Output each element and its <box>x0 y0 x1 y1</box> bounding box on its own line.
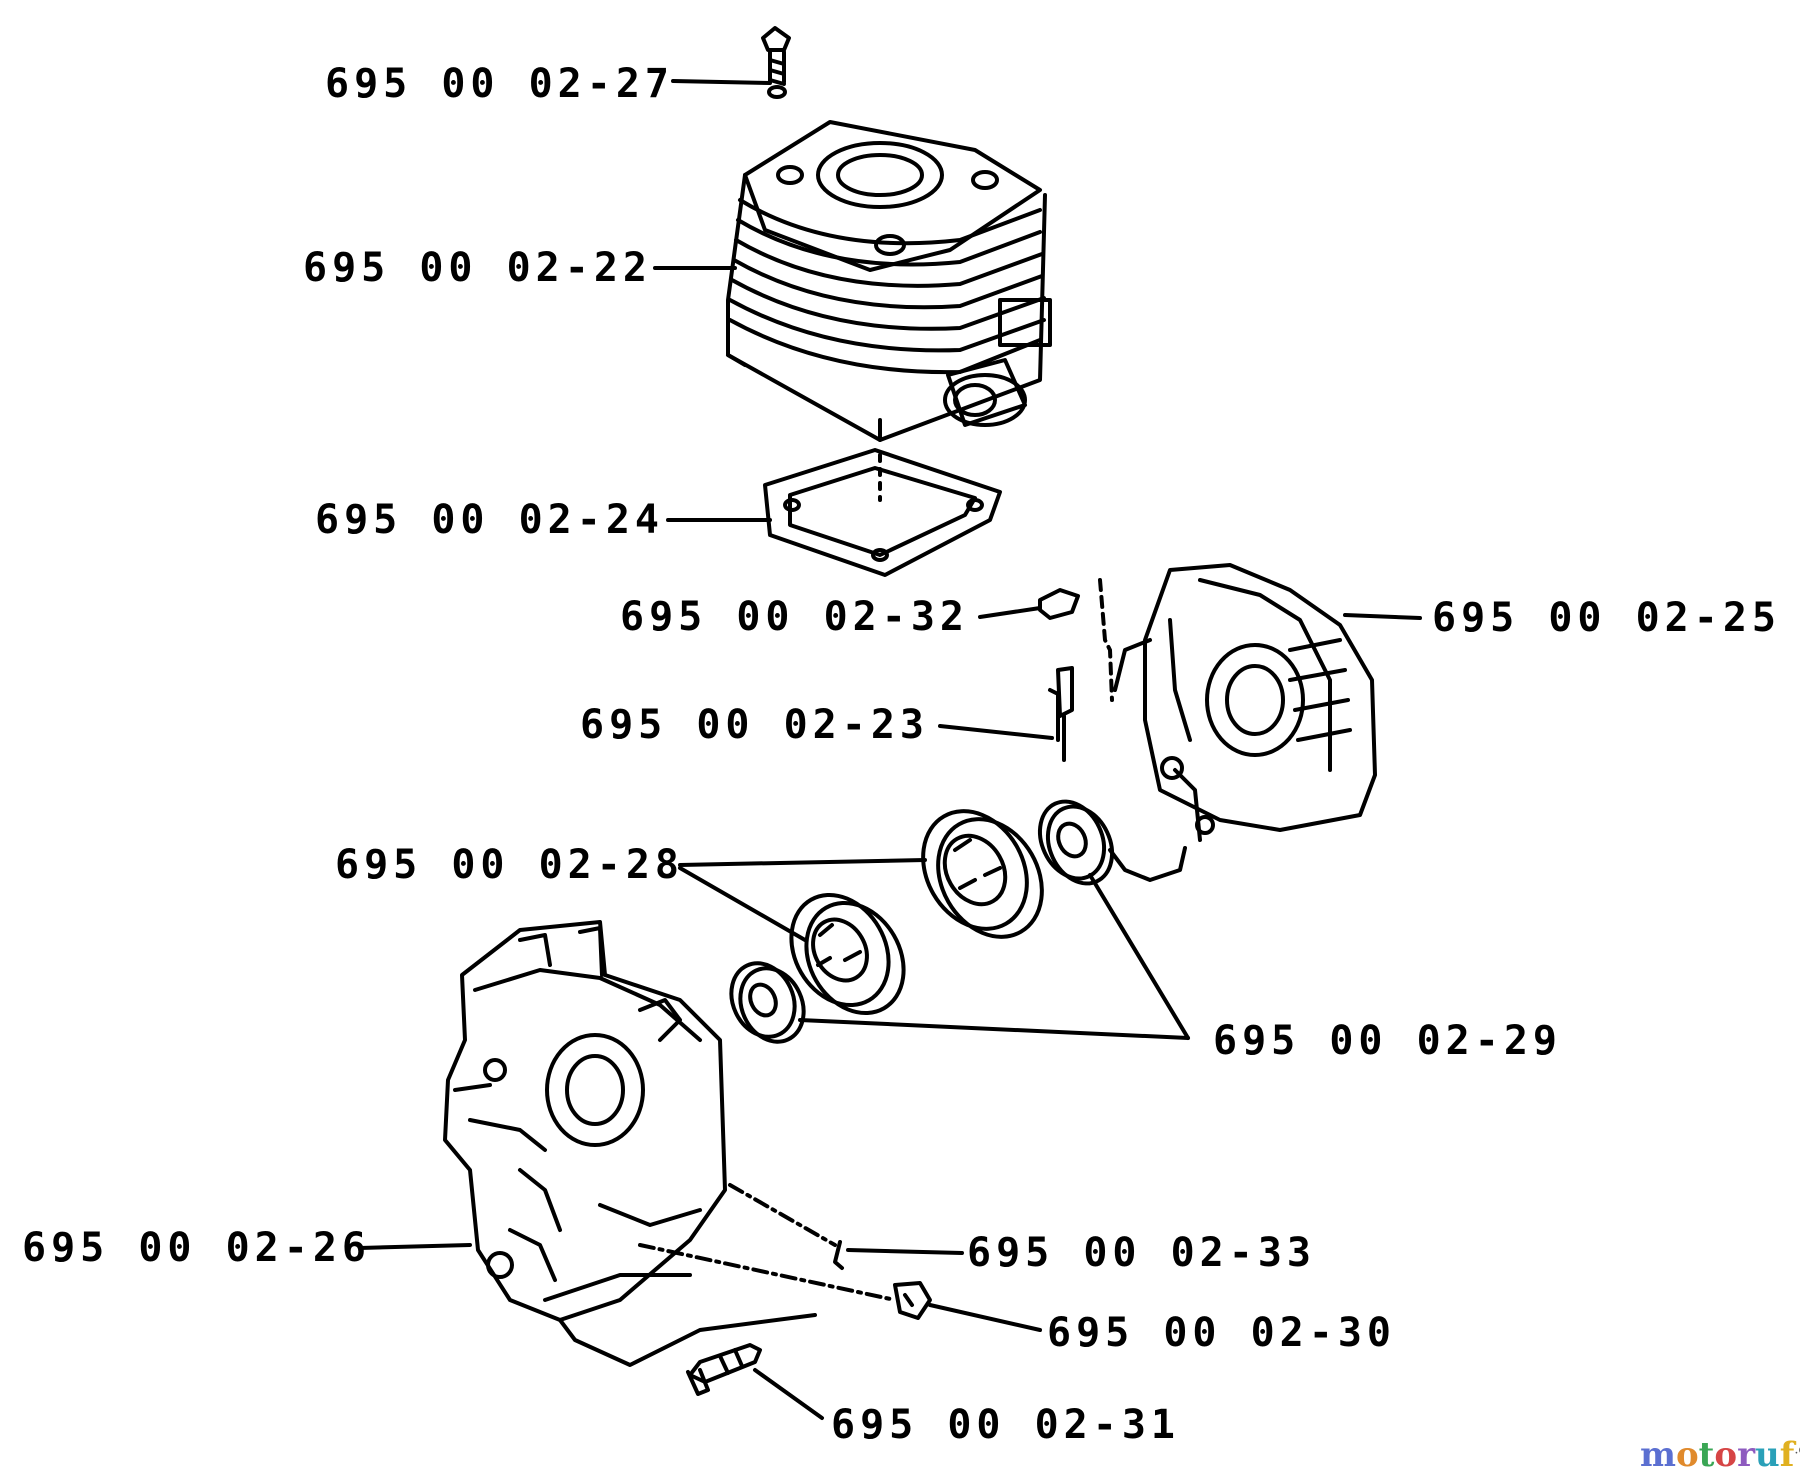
part-label: 695 00 02-25 <box>1432 595 1781 641</box>
watermark-letter: t <box>1698 1435 1715 1475</box>
part-label: 695 00 02-31 <box>831 1402 1180 1448</box>
watermark-domain: .de <box>1794 1442 1800 1458</box>
bolt-drawing <box>686 1343 762 1396</box>
watermark-logo: motoruf.de <box>1640 1438 1800 1472</box>
bearing-upper-drawing <box>921 809 1044 939</box>
watermark-letter: f <box>1779 1435 1795 1475</box>
cylinder-drawing <box>726 120 1052 442</box>
screw-short-drawing <box>893 1281 932 1320</box>
part-label: 695 00 02-28 <box>335 842 684 888</box>
pin-drawing <box>1048 666 1074 762</box>
seal-lower-drawing <box>729 961 806 1044</box>
part-label: 695 00 02-29 <box>1213 1018 1562 1064</box>
watermark-letter: o <box>1714 1435 1738 1475</box>
bearing-lower-drawing <box>789 892 906 1016</box>
watermark-letter: o <box>1675 1435 1699 1475</box>
leader-lines <box>358 79 1422 1420</box>
part-label: 695 00 02-24 <box>315 497 664 543</box>
crankcase-half-right-drawing <box>1108 563 1377 882</box>
screw-drawing <box>761 26 791 99</box>
part-label: 695 00 02-32 <box>620 594 969 640</box>
part-label: 695 00 02-26 <box>22 1225 371 1271</box>
crankcase-half-left-drawing <box>443 920 897 1367</box>
part-label: 695 00 02-27 <box>325 61 674 107</box>
part-label: 695 00 02-22 <box>303 245 652 291</box>
part-label: 695 00 02-30 <box>1047 1310 1396 1356</box>
plug-drawing <box>1038 578 1114 702</box>
part-label: 695 00 02-23 <box>580 702 929 748</box>
watermark-letter: m <box>1640 1435 1676 1475</box>
gasket-drawing <box>763 448 1002 577</box>
watermark-letter: r <box>1737 1435 1755 1475</box>
watermark-letter: u <box>1755 1435 1780 1475</box>
part-label: 695 00 02-33 <box>967 1230 1316 1276</box>
washer-drawing <box>833 1240 844 1270</box>
